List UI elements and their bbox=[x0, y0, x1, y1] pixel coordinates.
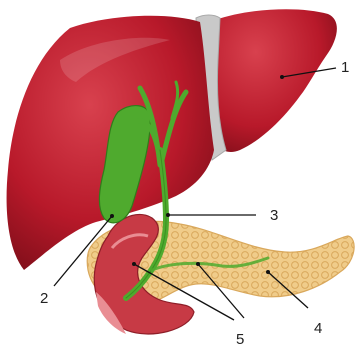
label-2: 2 bbox=[40, 290, 48, 307]
leader-dot-3 bbox=[166, 213, 170, 217]
leader-dot-1 bbox=[280, 75, 284, 79]
leader-dot-5a bbox=[132, 262, 136, 266]
label-4: 4 bbox=[314, 320, 322, 337]
label-3: 3 bbox=[270, 207, 278, 224]
label-1: 1 bbox=[341, 59, 349, 76]
label-5: 5 bbox=[236, 331, 244, 347]
leader-dot-4 bbox=[266, 270, 270, 274]
liver-right-lobe bbox=[212, 9, 337, 152]
leader-dot-5b bbox=[196, 262, 200, 266]
leader-dot-2 bbox=[110, 214, 114, 218]
